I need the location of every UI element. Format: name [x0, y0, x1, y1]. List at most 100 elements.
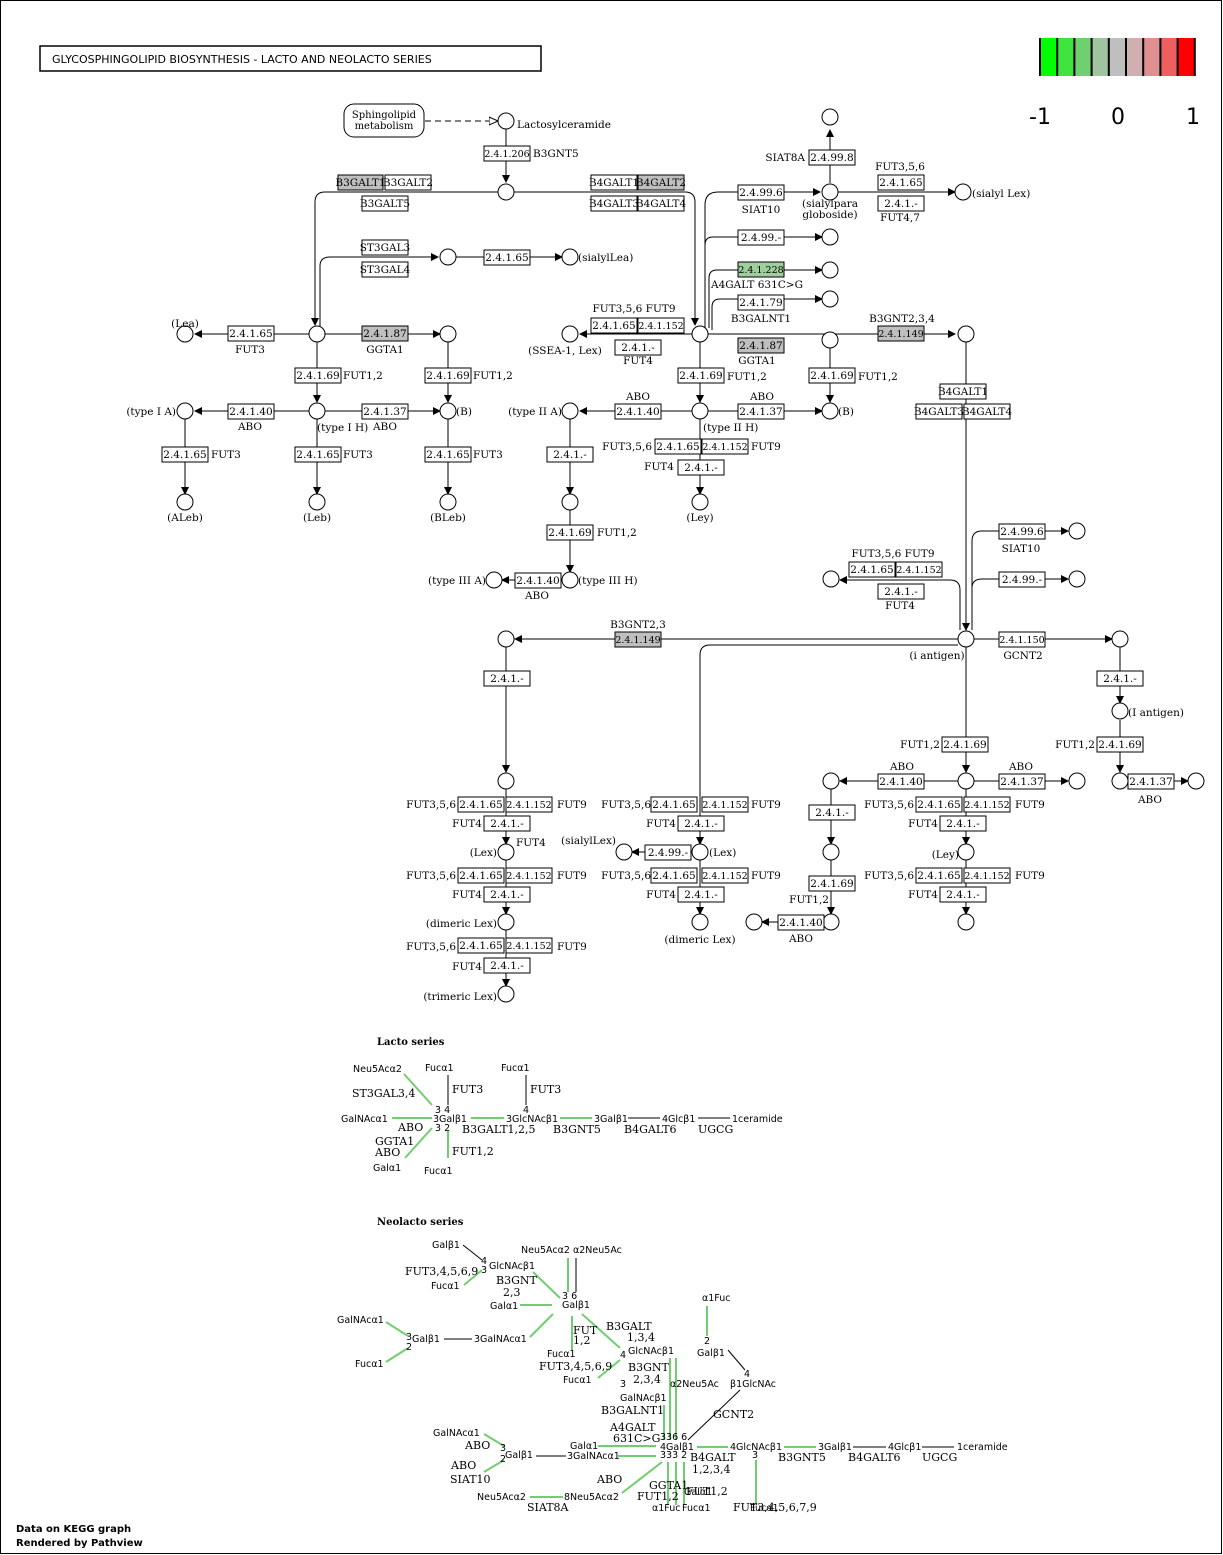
compound-node[interactable]	[691, 325, 709, 343]
enzyme-box-e6[interactable]	[637, 174, 685, 191]
enzyme-box-e2[interactable]	[337, 174, 384, 191]
enzyme-box-e64[interactable]	[701, 796, 749, 813]
enzyme-box-e22[interactable]	[637, 317, 685, 334]
enzyme-box-e68[interactable]	[939, 815, 987, 832]
enzyme-box-e49[interactable]	[998, 571, 1046, 588]
compound-node[interactable]	[1187, 772, 1205, 790]
compound-node[interactable]	[821, 402, 839, 420]
enzyme-box-e50[interactable]	[877, 583, 925, 600]
enzyme-box-e58[interactable]	[998, 773, 1046, 790]
enzyme-box-e35[interactable]	[614, 403, 662, 420]
enzyme-box-e39[interactable]	[424, 446, 472, 463]
enzyme-box-e71[interactable]	[505, 867, 553, 884]
enzyme-box-e25[interactable]	[877, 325, 925, 342]
compound-node[interactable]	[439, 325, 457, 343]
enzyme-box-e54[interactable]	[1096, 670, 1144, 687]
enzyme-box-e83[interactable]	[808, 804, 856, 821]
enzyme-box-e40[interactable]	[546, 446, 594, 463]
enzyme-box-e10[interactable]	[737, 184, 785, 201]
enzyme-box-e77[interactable]	[915, 867, 963, 884]
enzyme-box-e12[interactable]	[877, 195, 925, 212]
enzyme-box-e81[interactable]	[505, 937, 553, 954]
enzyme-box-e26[interactable]	[294, 367, 342, 384]
enzyme-box-e34[interactable]	[361, 403, 409, 420]
compound-node[interactable]	[691, 493, 709, 511]
enzyme-box-e56[interactable]	[1096, 736, 1144, 753]
enzyme-box-e52[interactable]	[998, 631, 1046, 648]
enzyme-box-e82[interactable]	[483, 957, 531, 974]
compound-node[interactable]	[497, 772, 515, 790]
enzyme-box-e60[interactable]	[457, 796, 505, 813]
compound-node[interactable]	[691, 843, 709, 861]
compound-node[interactable]	[439, 248, 457, 266]
enzyme-box-e33[interactable]	[227, 403, 275, 420]
compound-node[interactable]	[561, 402, 579, 420]
compound-node[interactable]	[439, 493, 457, 511]
enzyme-box-e57[interactable]	[877, 773, 925, 790]
enzyme-box-e15[interactable]	[483, 249, 531, 266]
compound-node[interactable]	[1111, 772, 1129, 790]
enzyme-box-e85[interactable]	[777, 914, 825, 931]
compound-node[interactable]	[308, 402, 326, 420]
enzyme-box-e31[interactable]	[915, 403, 963, 420]
enzyme-box-e37[interactable]	[161, 446, 209, 463]
compound-node[interactable]	[957, 843, 975, 861]
enzyme-box-e36[interactable]	[737, 403, 785, 420]
enzyme-box-e32[interactable]	[963, 403, 1011, 420]
enzyme-box-e76[interactable]	[677, 886, 725, 903]
enzyme-box-e3[interactable]	[384, 174, 432, 191]
compound-node[interactable]	[497, 183, 515, 201]
enzyme-box-e29[interactable]	[808, 367, 856, 384]
enzyme-box-e16[interactable]	[737, 229, 785, 246]
compound-node[interactable]	[561, 571, 579, 589]
compound-node[interactable]	[954, 183, 972, 201]
compound-node[interactable]	[561, 248, 579, 266]
compound-node[interactable]	[745, 913, 763, 931]
enzyme-box-e65[interactable]	[677, 815, 725, 832]
enzyme-box-e45[interactable]	[514, 572, 562, 589]
enzyme-box-e43[interactable]	[677, 459, 725, 476]
compound-node[interactable]	[308, 325, 326, 343]
enzyme-box-e18[interactable]	[737, 294, 785, 311]
enzyme-box-e1[interactable]	[483, 145, 531, 162]
enzyme-box-e84[interactable]	[808, 875, 856, 892]
enzyme-box-e46[interactable]	[998, 523, 1046, 540]
enzyme-box-e20[interactable]	[361, 325, 409, 342]
compound-node[interactable]	[822, 843, 840, 861]
enzyme-box-e70[interactable]	[457, 867, 505, 884]
enzyme-box-e24[interactable]	[737, 337, 785, 354]
compound-node[interactable]	[561, 493, 579, 511]
enzyme-box-e79[interactable]	[939, 886, 987, 903]
compound-node[interactable]	[821, 261, 839, 279]
compound-node[interactable]	[497, 843, 515, 861]
enzyme-box-e86[interactable]	[227, 325, 275, 342]
compound-node[interactable]	[1111, 702, 1129, 720]
map-link-sphingolipid[interactable]	[343, 103, 425, 138]
compound-node[interactable]	[957, 913, 975, 931]
compound-node[interactable]	[822, 772, 840, 790]
enzyme-box-e41[interactable]	[654, 438, 702, 455]
enzyme-box-e21[interactable]	[590, 317, 638, 334]
enzyme-box-e9[interactable]	[808, 149, 856, 166]
enzyme-box-e28[interactable]	[677, 367, 725, 384]
enzyme-box-e4[interactable]	[361, 195, 409, 212]
enzyme-box-e44[interactable]	[546, 524, 594, 541]
enzyme-box-e59[interactable]	[1127, 773, 1175, 790]
compound-node[interactable]	[691, 402, 709, 420]
compound-node[interactable]	[821, 183, 839, 201]
enzyme-box-e72[interactable]	[483, 886, 531, 903]
compound-node[interactable]	[821, 228, 839, 246]
enzyme-box-e42[interactable]	[701, 438, 749, 455]
compound-node[interactable]	[822, 913, 840, 931]
compound-node[interactable]	[957, 325, 975, 343]
compound-node[interactable]	[1068, 772, 1086, 790]
enzyme-box-e51[interactable]	[614, 631, 662, 648]
compound-node[interactable]	[497, 985, 515, 1003]
compound-node[interactable]	[497, 112, 515, 130]
enzyme-box-e8[interactable]	[637, 195, 685, 212]
enzyme-box-e62[interactable]	[483, 815, 531, 832]
compound-node[interactable]	[615, 843, 633, 861]
enzyme-box-e75[interactable]	[701, 867, 749, 884]
compound-node[interactable]	[497, 913, 515, 931]
enzyme-box-e13[interactable]	[361, 239, 409, 256]
